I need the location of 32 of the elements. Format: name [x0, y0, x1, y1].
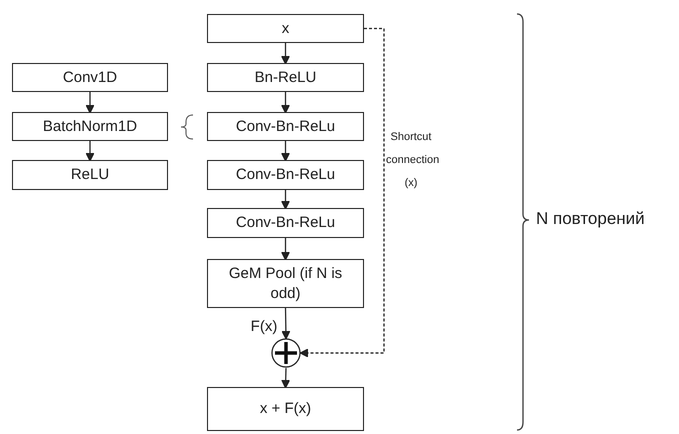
box-label: ReLU	[70, 165, 110, 185]
process-box	[207, 387, 364, 431]
box-label: Conv-Bn-ReLu	[236, 165, 336, 185]
shortcut-arrow	[300, 28, 385, 358]
box-label: Conv-Bn-ReLu	[236, 116, 336, 136]
arrow	[281, 92, 290, 114]
process-box	[207, 259, 364, 308]
arrow	[86, 141, 94, 162]
process-box	[12, 160, 168, 190]
repeat-label: N повторений	[536, 209, 645, 229]
arrow	[281, 238, 290, 260]
arrow	[281, 190, 290, 210]
process-box	[207, 63, 364, 92]
arrow	[281, 368, 290, 388]
box-label: BatchNorm1D	[42, 116, 138, 136]
process-box	[207, 112, 364, 141]
box-label: x + F(x)	[260, 399, 312, 419]
box-label: Conv1D	[62, 68, 118, 88]
process-box	[207, 14, 364, 43]
arrow	[281, 43, 290, 64]
process-box	[12, 112, 168, 141]
arrow	[86, 92, 94, 114]
box-label: GeM Pool (if N is odd)	[228, 264, 343, 304]
box-label: Bn-ReLU	[254, 68, 316, 88]
process-box	[12, 63, 168, 92]
process-box	[207, 208, 364, 238]
process-box	[207, 160, 364, 190]
box-label: x	[282, 18, 290, 38]
arrow	[281, 141, 290, 162]
arrow	[281, 308, 290, 340]
box-label: Conv-Bn-ReLu	[236, 213, 336, 233]
sum-circle	[271, 338, 301, 368]
